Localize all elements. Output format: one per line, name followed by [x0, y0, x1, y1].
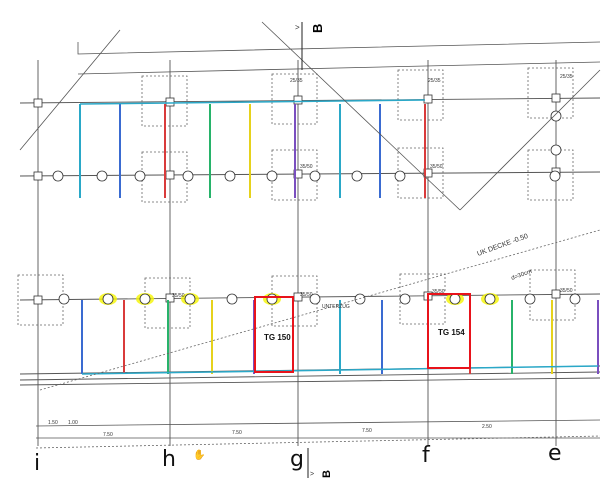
beam-line	[19, 97, 601, 104]
dimension-label: 7.50	[103, 432, 113, 438]
wall-segment	[81, 365, 599, 375]
section-arrow-icon: >	[295, 23, 300, 32]
grid-number-marker	[550, 110, 562, 122]
section-marker-bottom: B	[321, 470, 333, 478]
axis-label-h: h	[162, 447, 176, 472]
outline-line	[77, 41, 601, 55]
tag-label-tg150: TG 150	[264, 333, 291, 342]
grid-number-marker	[266, 170, 278, 182]
column	[165, 97, 175, 107]
grid-number-marker	[52, 170, 64, 182]
grid-number-marker	[226, 293, 238, 305]
column-size-label: 35/50	[300, 292, 313, 298]
diagonal-line	[459, 69, 601, 211]
dimension-line	[35, 419, 601, 427]
grid-number-marker	[309, 170, 321, 182]
outline-line	[77, 61, 601, 75]
section-arrow-icon: >	[310, 471, 314, 478]
grid-number-marker	[184, 293, 196, 305]
slab-edge-line	[39, 229, 601, 391]
footing-outline	[397, 69, 444, 121]
column	[33, 171, 43, 181]
column-size-label: 25/35	[428, 78, 441, 84]
grid-number-marker	[354, 293, 366, 305]
axis-label-f: f	[422, 443, 431, 468]
diagonal-line	[261, 21, 461, 211]
dimension-label: 1.50	[48, 420, 58, 426]
beam-line	[19, 371, 601, 381]
axis-label-i: i	[34, 451, 40, 476]
axis-label-g: g	[290, 447, 304, 472]
column-size-label: 35/50	[300, 164, 313, 170]
grid-number-marker	[549, 170, 561, 182]
grid-number-marker	[96, 170, 108, 182]
grid-number-marker	[550, 144, 562, 156]
wall-segments	[52, 99, 599, 375]
tag-label-tg154: TG 154	[438, 328, 465, 337]
column-size-label: 35/50	[430, 164, 443, 170]
dimension-label: 7.50	[232, 430, 242, 436]
grid-number-marker	[139, 293, 151, 305]
grid-number-marker	[351, 170, 363, 182]
column	[33, 295, 43, 305]
axis-label-e: e	[548, 441, 562, 466]
column-size-label: 25/35	[290, 78, 303, 84]
structural-grid	[17, 60, 601, 446]
dimension-label: 7.50	[362, 428, 372, 434]
grid-number-marker	[569, 293, 581, 305]
column-size-label: 35/50	[172, 293, 185, 299]
slab-thickness: d=30cm	[511, 269, 533, 282]
grid-number-marker	[484, 293, 496, 305]
wall-segment	[79, 99, 426, 105]
grid-number-marker	[102, 293, 114, 305]
dimension-label: 2.50	[482, 424, 492, 430]
tag-box-tg154[interactable]	[427, 293, 471, 369]
footing-outline	[527, 67, 574, 119]
section-marker-top: B	[310, 24, 325, 33]
column	[423, 94, 433, 104]
hand-cursor-icon: ✋	[193, 448, 205, 461]
footing-outline	[527, 149, 574, 201]
dimension-label: 1.00	[68, 420, 78, 426]
grid-number-marker	[524, 293, 536, 305]
grid-number-marker	[182, 170, 194, 182]
column	[293, 95, 303, 105]
grid-number-marker	[449, 293, 461, 305]
grid-number-marker	[134, 170, 146, 182]
annotations: > B > B UK DECKE -0.50 d=30cm UNTERZUG 2…	[19, 21, 601, 478]
grid-number-marker	[58, 293, 70, 305]
grid-number-marker	[309, 293, 321, 305]
beam-label: UNTERZUG	[322, 304, 350, 310]
diagonal-line	[19, 29, 121, 151]
column	[33, 98, 43, 108]
grid-number-marker	[266, 293, 278, 305]
column	[551, 93, 561, 103]
grid-number-marker	[394, 170, 406, 182]
column-size-label: 35/50	[560, 288, 573, 294]
grid-number-marker	[399, 293, 411, 305]
column	[551, 289, 561, 299]
beam-line	[19, 377, 601, 386]
column	[165, 170, 175, 180]
tag-box-tg150[interactable]	[254, 296, 294, 373]
column-size-label: 35/50	[432, 289, 445, 295]
column-size-label: 25/35	[560, 74, 573, 80]
slab-note: UK DECKE -0.50	[476, 233, 529, 258]
grid-number-marker	[224, 170, 236, 182]
column	[165, 293, 175, 303]
